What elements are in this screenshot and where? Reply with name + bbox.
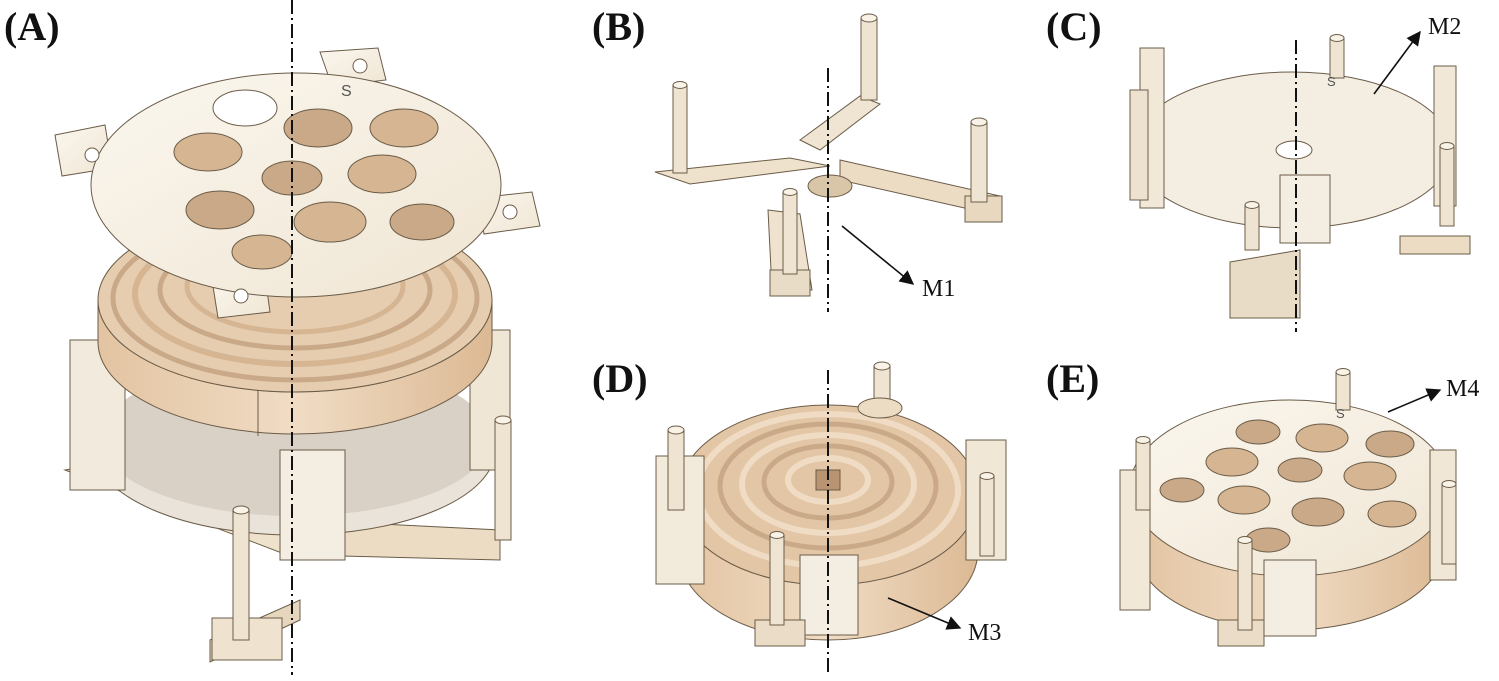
top-perforated-plate: S <box>54 47 541 319</box>
engraved-mark: S <box>1327 74 1336 89</box>
callout-arrow-m3 <box>887 597 962 630</box>
panel-label-e: (E) <box>1046 356 1099 401</box>
callout-arrow-m1 <box>841 225 915 285</box>
post <box>494 419 512 541</box>
callout-arrow-m2 <box>1373 30 1421 95</box>
side-clamp <box>1279 174 1331 244</box>
engraved-mark: S <box>1336 406 1345 421</box>
callout-label-m3: M3 <box>968 620 1001 646</box>
callout-arrow-m4 <box>1387 388 1442 413</box>
panel-a: (A) <box>4 0 541 675</box>
side-clamp <box>279 449 346 561</box>
post <box>970 121 988 203</box>
panel-c: (C) S M2 <box>1046 4 1471 332</box>
panel-e: (E) S M4 <box>1046 356 1479 647</box>
panel-label-d: (D) <box>592 356 648 401</box>
panel-d: (D) M3 <box>592 356 1007 675</box>
callout-label-m2: M2 <box>1428 14 1461 40</box>
post <box>782 191 798 275</box>
post <box>232 509 250 641</box>
panel-label-b: (B) <box>592 4 645 49</box>
callout-label-m4: M4 <box>1446 376 1479 402</box>
engraved-mark: S <box>341 83 352 100</box>
panel-b: (B) M1 <box>592 4 1003 312</box>
panel-label-c: (C) <box>1046 4 1102 49</box>
panel-label-a: (A) <box>4 4 60 49</box>
post <box>672 84 688 174</box>
post <box>860 17 878 101</box>
callout-label-m1: M1 <box>922 276 955 302</box>
side-clamp <box>1263 559 1317 637</box>
